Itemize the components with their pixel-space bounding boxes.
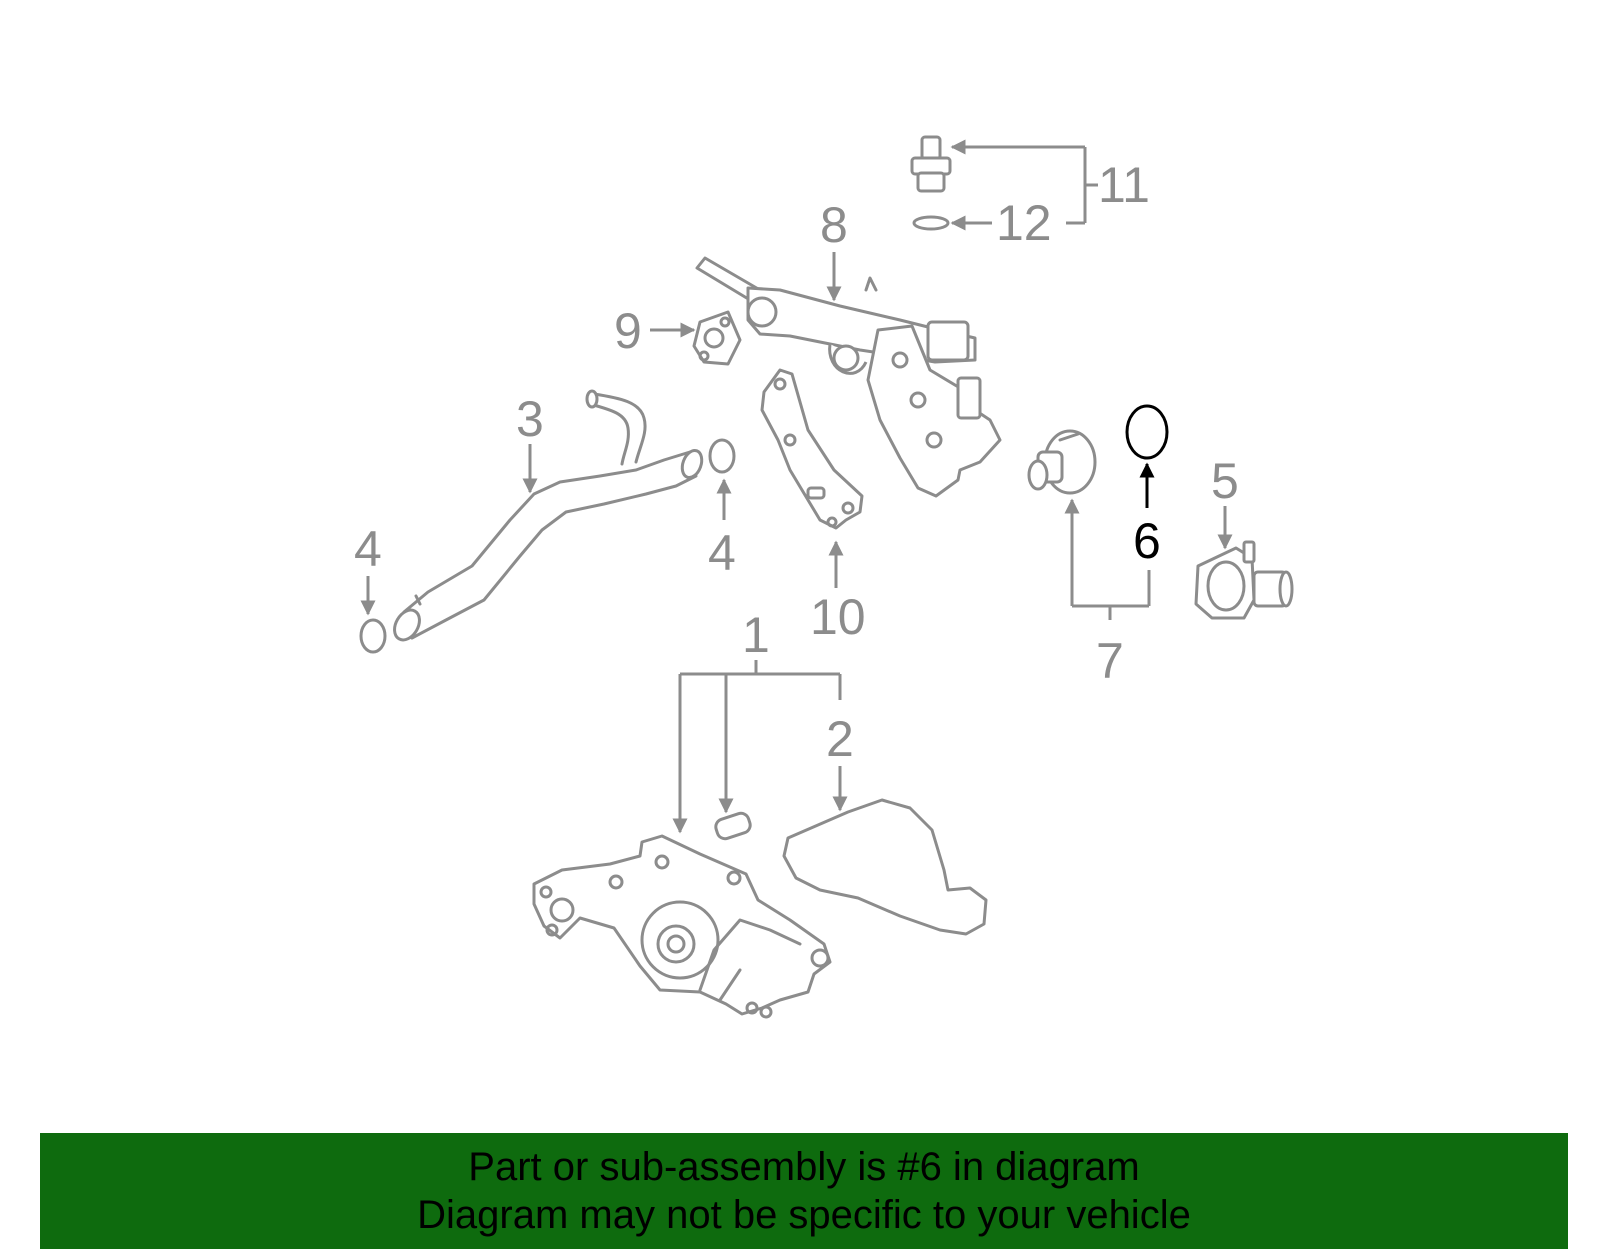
part-8-water-passage [695,256,1002,498]
callout-3: 3 [516,391,544,447]
leader-1 [672,660,842,834]
callout-5: 5 [1211,453,1239,509]
banner-line-1: Part or sub-assembly is #6 in diagram [468,1145,1140,1189]
banner-line-2: Diagram may not be specific to your vehi… [417,1193,1191,1237]
callout-9: 9 [614,303,642,359]
callout-11: 11 [1098,157,1150,213]
callout-7: 7 [1096,633,1124,689]
part-3-water-pipe [393,389,704,642]
callout-10: 10 [810,589,866,645]
part-4-oring-left [359,618,387,654]
part-4-oring-right [708,438,736,474]
leader-11-12 [950,139,1098,231]
callout-2: 2 [826,711,854,767]
part-2-pump-gasket [782,798,988,936]
callout-1: 1 [742,607,770,663]
part-7-thermostat [1027,429,1097,495]
part-11-bolt [910,135,952,193]
part-10-gasket [760,368,864,530]
part-1-dowel-pin [714,811,752,841]
callout-4-right: 4 [708,525,736,581]
leader-7 [1064,498,1151,620]
part-1-water-pump [532,834,832,1019]
part-5-thermostat-cover [1194,540,1294,620]
callout-8: 8 [820,197,848,253]
info-banner: Part or sub-assembly is #6 in diagram Di… [40,1133,1568,1249]
callout-12: 12 [996,195,1052,251]
part-6-gasket [1125,404,1169,460]
part-9-gasket [692,310,742,366]
callout-6: 6 [1133,513,1161,569]
part-12-washer [912,215,950,231]
callout-4-left: 4 [354,521,382,577]
